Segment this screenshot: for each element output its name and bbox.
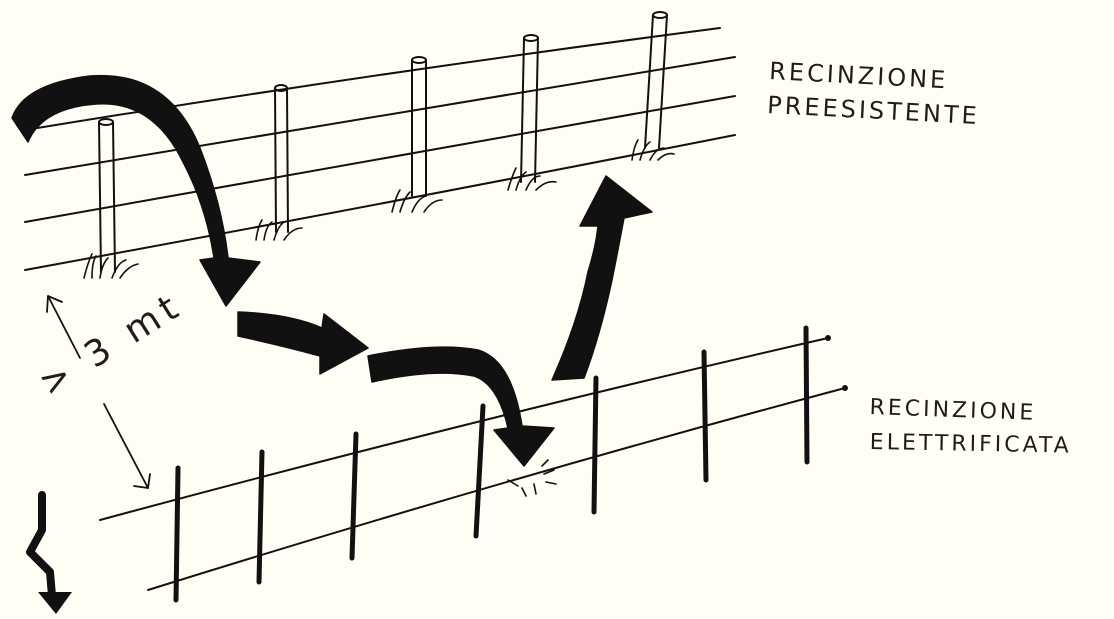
spark-icon — [507, 459, 557, 497]
electric-post-4 — [473, 403, 486, 539]
grass-tufts — [83, 139, 675, 279]
curved-arrow-icon-1 — [11, 74, 261, 307]
existing-fence-wire-1 — [24, 27, 721, 131]
electric-fence-label-line2: ELETTRIFICATA — [869, 430, 1072, 459]
existing-post-4 — [520, 34, 539, 183]
grass-tuft-1 — [83, 253, 139, 279]
existing-post-1 — [98, 118, 116, 273]
electric-post-6 — [701, 349, 709, 483]
curved-arrow-icon-4 — [551, 175, 653, 381]
existing-post-2 — [274, 84, 289, 233]
double-arrow-icon — [46, 295, 151, 489]
jump-path — [11, 74, 653, 467]
lightning-bolt-icon — [26, 491, 72, 614]
grass-tuft-2 — [255, 219, 303, 241]
existing-post-5 — [644, 11, 668, 149]
electric-post-1 — [173, 465, 181, 603]
electric-fence — [99, 337, 846, 591]
grass-tuft-4 — [507, 167, 557, 191]
electric-fence-wire-2 — [147, 387, 846, 591]
electric-post-5 — [591, 375, 599, 515]
existing-post-3 — [411, 56, 427, 197]
existing-fence-wire-2 — [24, 56, 736, 176]
electric-post-3 — [349, 431, 359, 561]
electric-post-2 — [256, 449, 265, 585]
existing-fence — [24, 27, 736, 271]
grass-tuft-5 — [631, 139, 675, 161]
curved-arrow-icon-3 — [367, 346, 555, 467]
wire-ends — [825, 335, 848, 391]
grass-tuft-3 — [391, 189, 443, 213]
electric-fence-wire-1 — [99, 337, 829, 521]
existing-fence-wire-4 — [24, 134, 736, 271]
existing-fence-posts — [98, 11, 668, 273]
existing-fence-wire-3 — [24, 95, 736, 223]
curved-arrow-icon-2 — [237, 311, 369, 375]
electric-post-7 — [803, 325, 810, 465]
electric-fence-posts — [173, 325, 810, 603]
